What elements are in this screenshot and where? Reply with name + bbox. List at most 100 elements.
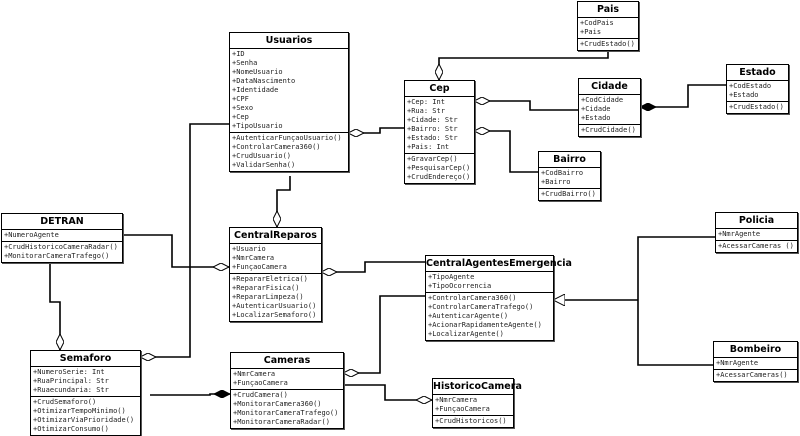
method: +AcessarCameras(): [716, 371, 788, 379]
attribute: +Cep: Int: [407, 98, 445, 106]
method: +OtimizarConsumo(): [33, 425, 109, 433]
method: +OtimizarViaPrioridade(): [33, 416, 135, 424]
class-name: Policia: [716, 213, 797, 229]
attribute: +CodEstado: [729, 82, 772, 90]
attribute: +NmrAgente: [716, 359, 759, 367]
attribute: +NmrCamera: [232, 254, 275, 262]
class-estado[interactable]: Estado+CodEstado+Estado+CrudEstado(): [726, 64, 789, 114]
attribute: +Bairro: [541, 178, 571, 186]
method: +AcionarRapidamenteAgente(): [428, 321, 542, 329]
method: +CrudUsuario(): [232, 152, 292, 160]
class-detran[interactable]: DETRAN+NumeroAgente+CrudHistoricoCameraR…: [1, 213, 123, 263]
attribute: +TipoOcorrencia: [428, 282, 492, 290]
attribute: +NmrCamera: [435, 396, 478, 404]
class-usuarios[interactable]: Usuarios+ID+Senha+NomeUsuario+DataNascim…: [229, 32, 349, 172]
attribute: +Pais: Int: [407, 143, 450, 151]
method: +PesquisarCep(): [407, 164, 471, 172]
class-name: Pais: [578, 2, 638, 18]
method: +RepararLimpeza(): [232, 293, 304, 301]
attribute-section: +CodEstado+Estado: [727, 81, 788, 102]
class-cae[interactable]: CentralAgentesEmergencia+TipoAgente+Tipo…: [425, 255, 572, 341]
class-name: Semaforo: [31, 351, 140, 367]
attribute: +Cidade: [581, 105, 611, 113]
class-name: HistoricoCamera: [433, 379, 522, 395]
method-section: +CrudEstado(): [727, 102, 788, 113]
detran-semaforo-aggregation: [49, 261, 60, 350]
class-centralreparos[interactable]: CentralReparos+Usuario+NmrCamera+FunçaoC…: [229, 227, 322, 322]
method: +GravarCep(): [407, 155, 458, 163]
class-bombeiro[interactable]: Bombeiro+NmrAgente +AcessarCameras(): [713, 341, 798, 382]
attribute: +Usuario: [232, 245, 266, 253]
attribute: +Estado: Str: [407, 134, 458, 142]
policia-generalization: [637, 236, 715, 366]
method: +CrudEndereço(): [407, 173, 471, 181]
attribute: +Pais: [580, 28, 602, 36]
attribute-section: +Cep: Int+Rua: Str+Cidade: Str+Bairro: S…: [405, 97, 474, 154]
method-section: +CrudCidade(): [579, 125, 640, 136]
method: +MonitorarCameraTrafego(): [4, 252, 110, 260]
attribute-section: +CodPais+Pais: [578, 18, 638, 39]
method: +RepararEletrica(): [232, 275, 308, 283]
method: +CrudCidade(): [581, 126, 636, 134]
method: +ValidarSenha(): [232, 161, 296, 169]
method: +OtimizarTempoMinimo(): [33, 407, 126, 415]
usuarios-centralreparos-aggregation: [277, 176, 291, 227]
cae-cameras-aggregation: [343, 295, 425, 373]
class-cidade[interactable]: Cidade+CodCidade+Cidade+Estado +CrudCidad…: [578, 78, 641, 137]
attribute: +CodPais: [580, 19, 614, 27]
class-name: Cidade: [579, 79, 640, 95]
method: +ControlarCamera360(): [232, 143, 321, 151]
estado-cidade-composition: [640, 84, 726, 107]
method: +AcessarCameras (): [718, 242, 794, 250]
class-cameras[interactable]: Cameras+NmrCamera+FunçaoCamera+CrudCamer…: [230, 352, 344, 429]
attribute: +TipoAgente: [428, 273, 475, 281]
class-historicocamera[interactable]: HistoricoCamera+NmrCamera+FunçaoCamera+C…: [432, 378, 522, 428]
class-name: Bombeiro: [714, 342, 797, 358]
cep-usuarios-aggregation: [348, 127, 404, 133]
method: +CrudEstado(): [729, 103, 784, 111]
class-name: CentralReparos: [230, 228, 321, 244]
method-section: +CrudBairro(): [539, 189, 600, 200]
class-cep[interactable]: Cep+Cep: Int+Rua: Str+Cidade: Str+Bairro…: [404, 80, 475, 184]
class-pais[interactable]: Pais+CodPais+Pais+CrudEstado(): [577, 1, 639, 51]
cameras-historico-aggregation: [343, 384, 432, 400]
attribute: +Cep: [232, 113, 249, 121]
class-name: CentralAgentesEmergencia: [426, 256, 572, 272]
method-section: +AcessarCameras (): [716, 241, 797, 252]
class-name: DETRAN: [2, 214, 122, 230]
attribute: +CodCidade: [581, 96, 624, 104]
attribute-section: +CodBairro+Bairro: [539, 168, 600, 189]
attribute: +FunçaoCamera: [232, 263, 287, 271]
attribute: +Ruaecundaria: Str: [33, 386, 109, 394]
attribute-section: +ID+Senha+NomeUsuario+DataNascimento+Ide…: [230, 49, 348, 133]
bairro-cep-aggregation: [474, 131, 538, 173]
method: +AutenticarUsuario(): [232, 302, 317, 310]
method-section: +AcessarCameras(): [714, 370, 797, 381]
cidade-cep-aggregation: [474, 101, 578, 111]
attribute: +Estado: [729, 91, 759, 99]
method: +LocalizarAgente(): [428, 330, 504, 338]
class-policia[interactable]: Policia+NmrAgente +AcessarCameras (): [715, 212, 798, 253]
method-section: +GravarCep()+PesquisarCep()+CrudEndereço…: [405, 154, 474, 183]
attribute: +NumeroSerie: Int: [33, 368, 105, 376]
attribute-section: +Usuario+NmrCamera+FunçaoCamera: [230, 244, 321, 274]
attribute-section: +NmrAgente: [714, 358, 797, 370]
class-semaforo[interactable]: Semaforo+NumeroSerie: Int+RuaPrincipal: …: [30, 350, 141, 436]
attribute-section: +NumeroAgente: [2, 230, 122, 242]
attribute: +Identidade: [232, 86, 279, 94]
method: +MonitorarCameraTrafego(): [233, 409, 339, 417]
attribute: +Senha: [232, 59, 258, 67]
method: +CrudBairro(): [541, 190, 596, 198]
class-name: Estado: [727, 65, 788, 81]
attribute: +Estado: [581, 114, 611, 122]
attribute: +RuaPrincipal: Str: [33, 377, 109, 385]
method: +ControlarCamera360(): [428, 294, 517, 302]
attribute: +NmrAgente: [718, 230, 761, 238]
method: +RepararFisica(): [232, 284, 300, 292]
attribute: +NumeroAgente: [4, 231, 59, 239]
pais-cep-aggregation: [439, 48, 609, 80]
method: +CrudSemaforo(): [33, 398, 97, 406]
method: +AutenticarAgente(): [428, 312, 509, 320]
attribute: +NomeUsuario: [232, 68, 283, 76]
class-bairro[interactable]: Bairro+CodBairro+Bairro+CrudBairro(): [538, 151, 601, 201]
